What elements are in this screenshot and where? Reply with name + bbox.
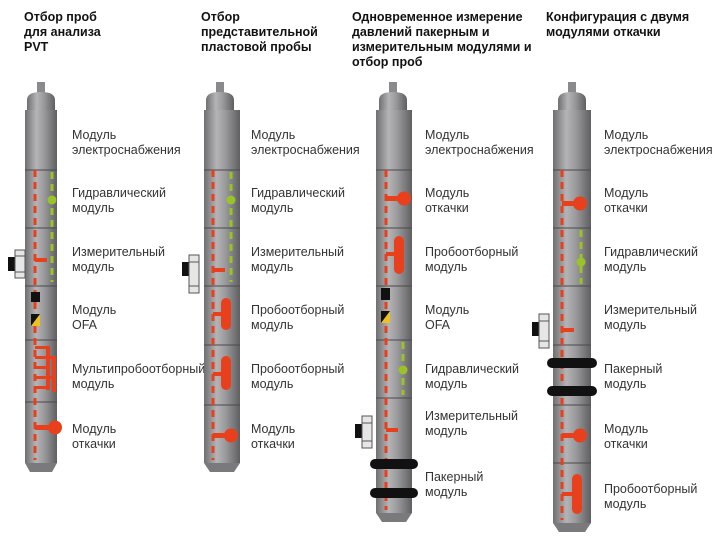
tool1-probe-icon (8, 249, 26, 279)
tool3-label-packer: Пакерный модуль (425, 470, 484, 499)
tool3-pumpout-icon (386, 191, 411, 206)
tool1-pumpout-icon (35, 420, 62, 435)
tool4-body (553, 110, 591, 523)
tool2-label-sample-1: Пробоотборный модуль (251, 303, 345, 332)
tool3-hydraulic-pump-icon (398, 365, 408, 375)
tool3-gauge-tap (386, 428, 398, 432)
tool3-packer-lower-icon (370, 488, 418, 498)
column-title-pvt: Отбор проб для анализа PVT (24, 10, 101, 54)
tool4-gauge-tap (562, 328, 574, 332)
tool-string-simultaneous (355, 82, 418, 522)
tool1-label-multisample: Мультипробоотборный модуль (72, 362, 206, 391)
tool2-hydraulic-pump-icon (226, 195, 236, 205)
tool4-packer-upper-icon (547, 358, 597, 368)
tool4-cable-head (568, 82, 576, 94)
tool1-cable-head (37, 82, 45, 94)
tool1-bottom-nose (25, 463, 57, 472)
tool2-cable-head (216, 82, 224, 94)
tool-string-pvt (8, 82, 62, 472)
tool4-label-packer: Пакерный модуль (604, 362, 663, 391)
tool3-label-hydraulic: Гидравлический модуль (425, 362, 520, 391)
tool2-sample-bottle-1 (213, 298, 231, 330)
tool1-hydraulic-pump-icon (47, 195, 57, 205)
tool4-label-pumpout-1: Модуль откачки (604, 186, 649, 215)
tool3-sample-bottle (386, 236, 404, 274)
tool1-gauge-tap (35, 258, 47, 262)
tool2-module-joints (204, 169, 240, 406)
tool3-ofa-sensor-icon (381, 288, 390, 300)
tool2-top-cap (206, 92, 234, 112)
tool4-sample-bottle (562, 474, 582, 514)
tool2-label-pumpout: Модуль откачки (251, 422, 296, 451)
tool3-label-measuring: Измерительный модуль (425, 409, 518, 438)
tool4-label-hydraulic: Гидравлический модуль (604, 245, 699, 274)
column-title-representative: Отбор представительной пластовой пробы (201, 10, 318, 54)
tool-string-representative (182, 82, 240, 472)
tool1-label-measuring: Измерительный модуль (72, 245, 165, 274)
tool4-bottom-nose (553, 523, 591, 532)
tool1-top-cap (27, 92, 55, 112)
tool-string-two-pumpout (532, 82, 597, 532)
tool3-cable-head (389, 82, 397, 94)
tool4-label-power: Модуль электроснабжения (604, 128, 713, 157)
tool3-packer-upper-icon (370, 459, 418, 469)
tool1-label-hydraulic: Гидравлический модуль (72, 186, 167, 215)
tool4-label-pumpout-2: Модуль откачки (604, 422, 649, 451)
tool2-pumpout-icon (213, 428, 238, 443)
tool3-label-ofa: Модуль OFA (425, 303, 470, 332)
tool3-bottom-nose (376, 513, 412, 522)
tool3-label-power: Модуль электроснабжения (425, 128, 534, 157)
tool4-label-measuring: Измерительный модуль (604, 303, 697, 332)
tool2-gauge-tap (213, 268, 225, 272)
tool2-label-measuring: Измерительный модуль (251, 245, 344, 274)
column-title-simultaneous: Одновременное измерение давлений пакерны… (352, 10, 532, 69)
tool1-label-power: Модуль электроснабжения (72, 128, 181, 157)
tool2-bottom-nose (204, 463, 240, 472)
tool2-label-power: Модуль электроснабжения (251, 128, 360, 157)
column-title-two-pumpout: Конфигурация с двумя модулями откачки (546, 10, 690, 39)
tool3-module-joints (376, 169, 412, 399)
tool4-top-cap (558, 92, 586, 112)
tool2-label-hydraulic: Гидравлический модуль (251, 186, 346, 215)
tool2-sample-bottle-2 (213, 356, 231, 390)
tool1-multisample-bottles (35, 346, 56, 392)
tool3-label-pumpout: Модуль откачки (425, 186, 470, 215)
tool4-pumpout-icon-2 (562, 428, 587, 443)
tool3-label-sample: Пробоотборный модуль (425, 245, 519, 274)
tool3-ofa-window-icon (381, 311, 390, 323)
tool1-ofa-sensor-icon (31, 292, 40, 302)
tool1-label-ofa: Модуль OFA (72, 303, 117, 332)
tool4-hydraulic-pump-icon (576, 257, 586, 267)
tool4-module-joints (553, 169, 591, 464)
tool1-ofa-window-icon (31, 314, 40, 326)
tool1-module-joints (25, 169, 57, 403)
tool4-pumpout-icon-1 (562, 196, 587, 211)
tool4-label-sample: Пробоотборный модуль (604, 482, 698, 511)
tool2-probe-icon (182, 254, 200, 294)
tool2-label-sample-2: Пробоотборный модуль (251, 362, 345, 391)
tool4-packer-lower-icon (547, 386, 597, 396)
tool3-top-cap (379, 92, 407, 112)
tool1-label-pumpout: Модуль откачки (72, 422, 117, 451)
tool3-probe-icon (355, 415, 373, 449)
tool4-probe-icon (532, 313, 550, 349)
